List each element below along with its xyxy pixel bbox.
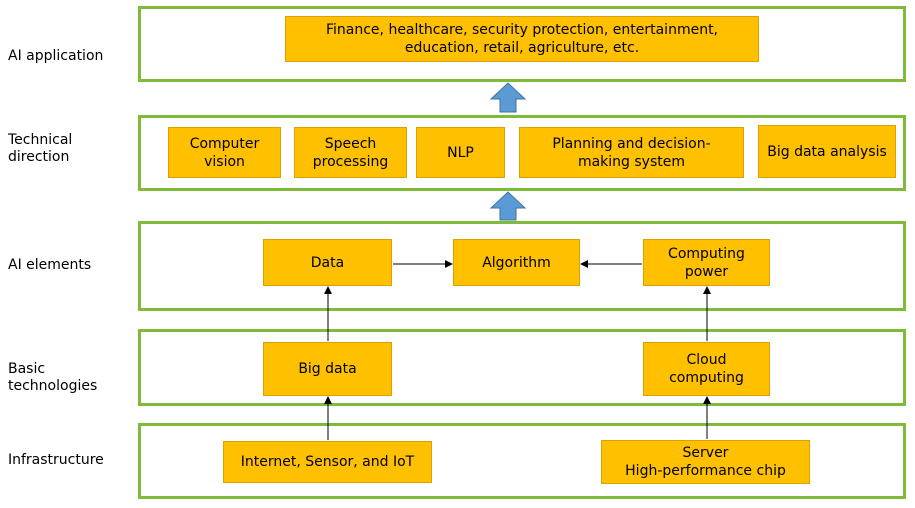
box-cloud-computing: Cloud computing (643, 342, 770, 396)
row-label-ai-elements: AI elements (8, 257, 92, 273)
up-arrow-to-technical (489, 191, 527, 221)
row-label-basic-technologies: Basic technologies (8, 361, 98, 394)
box-algorithm: Algorithm (453, 239, 580, 286)
box-server-chip: Server High-performance chip (601, 440, 810, 484)
box-data: Data (263, 239, 392, 286)
box-planning-decision: Planning and decision- making system (519, 127, 744, 178)
box-speech-processing: Speech processing (294, 127, 407, 178)
box-nlp: NLP (416, 127, 505, 178)
up-arrow-to-application (489, 82, 527, 113)
layer-basic-technologies (138, 329, 906, 406)
row-label-infrastructure: Infrastructure (8, 452, 104, 468)
box-big-data-analysis: Big data analysis (758, 125, 896, 178)
box-big-data: Big data (263, 342, 392, 396)
box-computer-vision: Computer vision (168, 127, 281, 178)
row-label-technical-direction: Technical direction (8, 132, 73, 165)
box-application-domains: Finance, healthcare, security protection… (285, 16, 759, 62)
box-computing-power: Computing power (643, 239, 770, 286)
row-label-ai-application: AI application (8, 48, 104, 64)
box-internet-sensor-iot: Internet, Sensor, and IoT (223, 441, 432, 483)
